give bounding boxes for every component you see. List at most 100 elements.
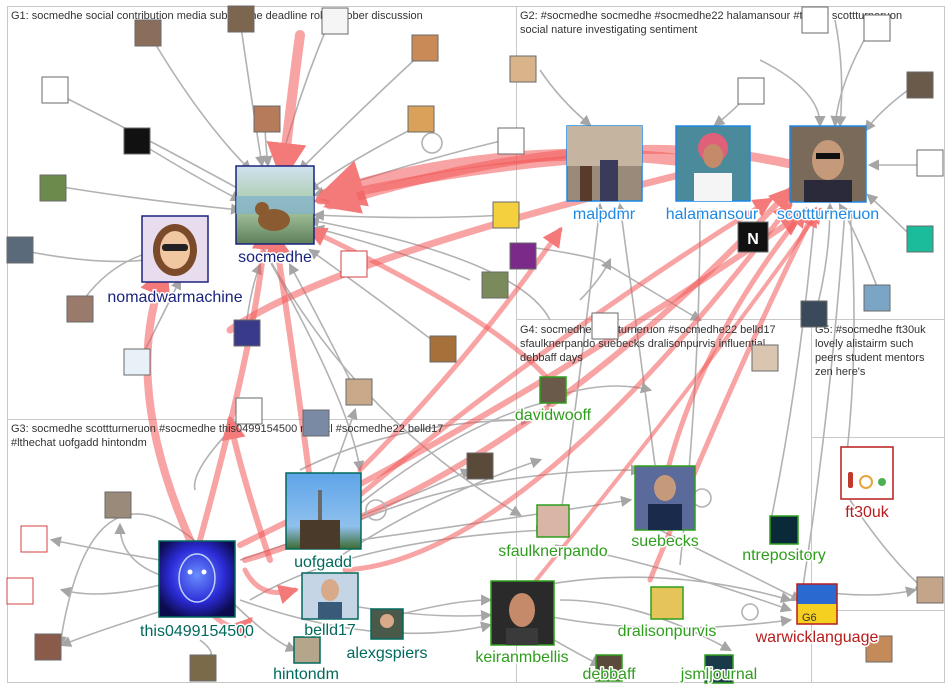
small-node[interactable] — [123, 348, 151, 376]
node-image-detail — [318, 490, 322, 530]
node-uofgadd[interactable] — [285, 472, 362, 550]
node-jsmljournal[interactable] — [704, 654, 734, 684]
node-ft30uk[interactable] — [840, 446, 894, 500]
small-node[interactable] — [66, 295, 94, 323]
node-hintondm[interactable] — [293, 636, 321, 664]
node-label-hintondm[interactable]: hintondm — [272, 665, 341, 685]
node-suebecks[interactable] — [634, 465, 696, 531]
small-node[interactable] — [916, 149, 944, 177]
small-node[interactable] — [751, 344, 779, 372]
small-node[interactable] — [6, 236, 34, 264]
small-node[interactable] — [509, 242, 537, 270]
node-image-detail — [600, 160, 618, 201]
node-label-davidwooff[interactable]: davidwooff — [513, 406, 593, 426]
node-label-malpdmr[interactable]: malpdmr — [571, 205, 637, 225]
small-node[interactable] — [321, 7, 349, 35]
node-image — [293, 636, 321, 664]
node-keiranmbellis[interactable] — [490, 580, 555, 646]
small-node[interactable] — [123, 127, 151, 155]
group-box-g3 — [7, 419, 517, 683]
node-label-dralisonpurvis[interactable]: dralisonpurvis — [616, 622, 718, 642]
node-sfaulknerpando[interactable] — [536, 504, 570, 538]
small-node[interactable] — [302, 409, 330, 437]
node-nomadwarmachine[interactable] — [141, 215, 209, 283]
small-node[interactable] — [134, 19, 162, 47]
small-nodes — [6, 5, 944, 682]
node-label-uofgadd[interactable]: uofgadd — [293, 553, 354, 573]
node-label-alexgspiers[interactable]: alexgspiers — [345, 644, 429, 664]
group-header-g1: G1: socmedhe social contribution media s… — [11, 10, 423, 22]
small-node[interactable] — [737, 77, 765, 105]
node-image — [595, 654, 623, 682]
small-node[interactable] — [233, 319, 261, 347]
node-image — [158, 540, 236, 618]
small-node[interactable] — [6, 577, 34, 605]
small-node[interactable] — [411, 34, 439, 62]
node-image-detail — [703, 144, 723, 168]
node-label-belld17[interactable]: belld17 — [303, 621, 358, 641]
small-node[interactable] — [801, 6, 829, 34]
node-label-debbaff[interactable]: debbaff — [581, 665, 638, 685]
small-node[interactable] — [34, 633, 62, 661]
small-node[interactable] — [39, 174, 67, 202]
small-node[interactable] — [429, 335, 457, 363]
small-node[interactable] — [916, 576, 944, 604]
node-davidwooff[interactable] — [539, 376, 567, 404]
small-node[interactable] — [345, 378, 373, 406]
node-label-suebecks[interactable]: suebecks — [630, 532, 701, 552]
node-this0499154500[interactable] — [158, 540, 236, 618]
small-node[interactable] — [407, 105, 435, 133]
node-label-halamansour[interactable]: halamansour — [664, 205, 760, 225]
node-label-socmedhe[interactable]: socmedhe — [237, 248, 314, 268]
node-image — [789, 125, 867, 203]
small-node[interactable] — [253, 105, 281, 133]
node-ntrepository[interactable] — [769, 515, 799, 545]
small-node[interactable] — [800, 300, 828, 328]
node-image — [769, 515, 799, 545]
small-node[interactable] — [189, 654, 217, 682]
node-image-detail — [318, 602, 342, 619]
small-node[interactable] — [466, 452, 494, 480]
small-node[interactable] — [497, 127, 525, 155]
node-dralisonpurvis[interactable] — [650, 586, 684, 620]
small-node[interactable] — [235, 397, 263, 425]
node-image-detail — [300, 520, 340, 549]
small-node[interactable] — [340, 250, 368, 278]
node-alexgspiers[interactable] — [370, 608, 404, 640]
small-node[interactable] — [863, 284, 891, 312]
node-label-this0499154500[interactable]: this0499154500 — [139, 622, 256, 642]
small-node[interactable] — [906, 71, 934, 99]
target-icon — [859, 475, 873, 489]
node-label-scottturneruon[interactable]: scottturneruon — [775, 205, 880, 225]
node-label-jsmljournal[interactable]: jsmljournal — [678, 665, 758, 685]
small-node[interactable] — [20, 525, 48, 553]
node-label-nomadwarmachine[interactable]: nomadwarmachine — [106, 288, 244, 308]
small-node[interactable] — [227, 5, 255, 33]
small-node[interactable] — [591, 312, 619, 340]
node-label-ft30uk[interactable]: ft30uk — [844, 503, 892, 523]
small-node[interactable] — [481, 271, 509, 299]
node-label-warwicklanguage[interactable]: warwicklanguage — [753, 628, 880, 648]
small-node[interactable] — [865, 635, 893, 663]
node-halamansour[interactable] — [675, 125, 751, 202]
node-image — [650, 586, 684, 620]
node-label-sfaulknerpando[interactable]: sfaulknerpando — [497, 542, 610, 562]
node-uon-logo[interactable]: N — [737, 221, 769, 253]
node-debbaff[interactable] — [595, 654, 623, 682]
node-image-detail — [804, 180, 852, 202]
node-label-ntrepository[interactable]: ntrepository — [741, 546, 828, 566]
small-node[interactable] — [509, 55, 537, 83]
node-image-detail — [567, 126, 642, 166]
node-image — [797, 584, 837, 604]
node-label-keiranmbellis[interactable]: keiranmbellis — [474, 648, 570, 668]
node-warwicklanguage[interactable] — [796, 583, 838, 625]
node-malpdmr[interactable] — [566, 125, 643, 202]
node-belld17[interactable] — [301, 572, 359, 620]
small-node[interactable] — [104, 491, 132, 519]
node-scottturneruon[interactable] — [789, 125, 867, 203]
small-node[interactable] — [492, 201, 520, 229]
small-node[interactable] — [863, 14, 891, 42]
small-node[interactable] — [906, 225, 934, 253]
node-socmedhe[interactable] — [235, 165, 315, 245]
small-node[interactable] — [41, 76, 69, 104]
